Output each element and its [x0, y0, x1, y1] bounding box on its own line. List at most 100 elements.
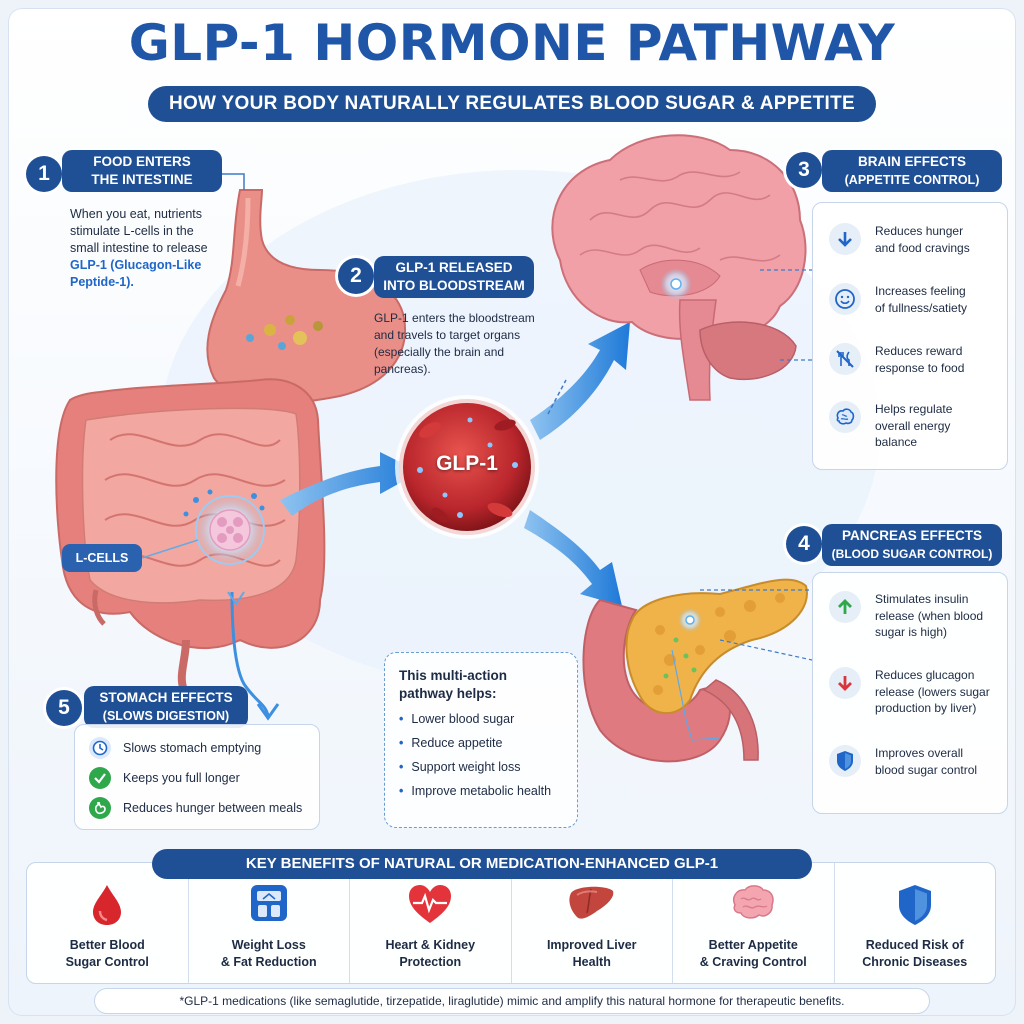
l-cells-label: L-CELLS [62, 544, 142, 572]
multi-action-heading-line: pathway helps: [399, 686, 497, 701]
step-2-title-line: GLP-1 RELEASED [395, 260, 513, 275]
desc-line: stimulate L-cells in the [70, 224, 194, 238]
brain-illustration [551, 134, 807, 401]
step-5-title-line: (SLOWS DIGESTION) [102, 709, 230, 723]
effect-line: response to food [875, 360, 965, 375]
step-2-description: GLP-1 enters the bloodstream and travels… [374, 310, 574, 378]
arrow-to-brain [530, 322, 630, 440]
desc-line: (especially the brain and [374, 345, 505, 359]
benefit-label: Protection [399, 955, 462, 969]
effect-line: Reduces glucagon [875, 668, 975, 682]
desc-highlight: GLP-1 [70, 258, 107, 272]
step-4-badge: 4 [786, 526, 822, 562]
pancreas-effect-item: Improves overall blood sugar control [813, 745, 1007, 778]
benefit-label: Weight Loss [231, 938, 306, 952]
brain-effect-item: Reduces reward response to food [813, 343, 1007, 376]
benefit-label: & Craving Control [699, 955, 807, 969]
benefit-item: Reduced Risk of Chronic Diseases [833, 863, 996, 983]
blood-drop-icon [90, 883, 124, 932]
effect-line: Increases feeling [875, 284, 966, 298]
multi-action-heading-line: This multi-action [399, 668, 507, 683]
stomach-effect-text: Reduces hunger between meals [123, 801, 303, 815]
step-1-title: FOOD ENTERS THE INTESTINE [62, 150, 222, 192]
stomach-effect-item: Reduces hunger between meals [75, 793, 319, 823]
step-4-title-line: PANCREAS EFFECTS [841, 528, 982, 543]
l-cell-magnifier [141, 489, 265, 565]
benefit-label: Sugar Control [65, 955, 149, 969]
multi-action-heading: This multi-action pathway helps: [399, 667, 577, 703]
liver-icon [567, 883, 617, 928]
step-3-badge: 3 [786, 152, 822, 188]
footnote: *GLP-1 medications (like semaglutide, ti… [94, 988, 930, 1014]
effect-line: production by liver) [875, 701, 977, 715]
effect-line: blood sugar control [875, 762, 978, 777]
arrow-down-icon [829, 223, 861, 255]
step-2-title: GLP-1 RELEASED INTO BLOODSTREAM [374, 256, 534, 298]
effect-line: Improves overall [875, 746, 964, 760]
step-3-title-line: BRAIN EFFECTS [858, 154, 966, 169]
desc-line: small intestine to release [70, 241, 208, 255]
desc-line: GLP-1 enters the bloodstream [374, 311, 535, 325]
arrow-to-bloodstream [280, 452, 420, 516]
benefit-label: Chronic Diseases [862, 955, 968, 969]
multi-action-list: Lower blood sugar Reduce appetite Suppor… [399, 707, 577, 803]
effect-line: overall energy [875, 418, 951, 433]
benefit-label: Reduced Risk of [865, 938, 964, 952]
large-intestine-illustration [55, 378, 326, 692]
stomach-icon [89, 797, 111, 819]
step-5-badge: 5 [46, 690, 82, 726]
step-5-title: STOMACH EFFECTS (SLOWS DIGESTION) [84, 686, 248, 728]
multi-action-box: This multi-action pathway helps: Lower b… [384, 652, 578, 828]
stomach-effect-item: Keeps you full longer [75, 763, 319, 793]
desc-line: pancreas). [374, 362, 431, 376]
arrow-down-red-icon [829, 667, 861, 699]
benefit-label: Better Blood [69, 938, 145, 952]
brain-icon [829, 401, 861, 433]
benefit-label: & Fat Reduction [220, 955, 317, 969]
scale-icon [249, 883, 289, 928]
list-item: Lower blood sugar [399, 707, 577, 731]
stomach-effect-text: Keeps you full longer [123, 771, 240, 785]
arrow-up-green-icon [829, 591, 861, 623]
desc-line: When you eat, nutrients [70, 207, 203, 221]
shield-icon [896, 883, 934, 932]
list-item: Reduce appetite [399, 731, 577, 755]
smiley-icon [829, 283, 861, 315]
no-food-icon [829, 343, 861, 375]
step-4-title: PANCREAS EFFECTS (BLOOD SUGAR CONTROL) [822, 524, 1002, 566]
desc-highlight: (Glucagon-Like [106, 258, 202, 272]
desc-highlight: Peptide-1). [70, 275, 134, 289]
step-1-badge: 1 [26, 156, 62, 192]
effect-line: Reduces reward [875, 344, 963, 358]
list-item: Support weight loss [399, 755, 577, 779]
page-title: GLP-1 HORMONE PATHWAY [128, 14, 896, 72]
stomach-effect-item: Slows stomach emptying [75, 733, 319, 763]
benefit-label: Heart & Kidney [385, 938, 476, 952]
pancreas-effect-item: Reduces glucagon release (lowers sugar pro… [813, 667, 1007, 717]
effect-line: release (when blood [875, 608, 984, 623]
effect-line: balance [875, 435, 918, 449]
effect-line: release (lowers sugar [875, 684, 990, 699]
arrow-to-pancreas [524, 510, 622, 606]
step-3-title: BRAIN EFFECTS (APPETITE CONTROL) [822, 150, 1002, 192]
effect-line: and food cravings [875, 240, 970, 255]
benefit-item: Weight Loss & Fat Reduction [187, 863, 350, 983]
step-4-title-line: (BLOOD SUGAR CONTROL) [831, 547, 993, 561]
benefits-heading: KEY BENEFITS OF NATURAL OR MEDICATION-EN… [152, 849, 812, 879]
step-2-title-line: INTO BLOODSTREAM [383, 278, 525, 293]
benefit-label: Improved Liver [546, 938, 637, 952]
step-3-title-line: (APPETITE CONTROL) [844, 173, 980, 187]
benefit-label: Health [572, 955, 611, 969]
effect-line: Helps regulate [875, 402, 953, 416]
step-1-title-line: THE INTESTINE [91, 172, 193, 187]
step-1-title-line: FOOD ENTERS [93, 154, 191, 169]
brain-effect-item: Helps regulate overall energy balance [813, 401, 1007, 451]
